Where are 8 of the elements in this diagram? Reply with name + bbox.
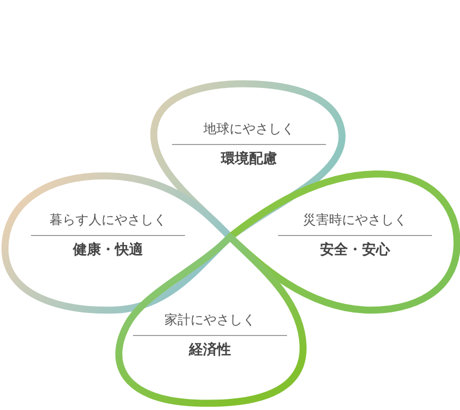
petal-heading: 災害時にやさしく: [278, 211, 432, 236]
petal-heading: 暮らす人にやさしく: [31, 211, 185, 236]
petal-label: 環境配慮: [221, 150, 277, 169]
petal-label: 健康・快適: [73, 240, 143, 260]
petal-heading: 地球にやさしく: [172, 120, 326, 145]
petal-heading: 家計にやさしく: [133, 311, 287, 336]
petal-label: 経済性: [189, 341, 231, 360]
petal-label: 安全・安心: [320, 240, 390, 260]
